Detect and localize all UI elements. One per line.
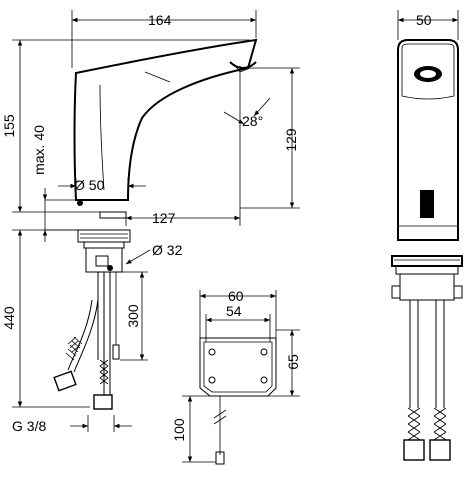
front-washer [395, 265, 459, 275]
mounting-clip [95, 255, 109, 267]
angle-arrow [253, 97, 271, 117]
hose-fitting-right [93, 394, 113, 410]
box-cable-plug [215, 451, 225, 465]
mounting-nut [77, 229, 131, 243]
body-shade-line [99, 84, 105, 191]
front-spout-face [401, 43, 455, 100]
cable-break [213, 415, 227, 425]
dim-label-box-cable: 100 [171, 418, 187, 442]
hose-fitting-left [53, 370, 77, 392]
mounting-plate [85, 247, 123, 273]
mount-hole [260, 376, 268, 384]
faucet-side-view [53, 38, 258, 410]
body-shade-line [144, 71, 171, 83]
dim-label-base-diameter: Ø 50 [74, 177, 105, 193]
mount-hole [260, 348, 268, 356]
dim-label-box-inner: 54 [226, 303, 242, 319]
leader-dia32 [125, 249, 151, 265]
front-hose-braid-left [407, 407, 421, 441]
dim-label-cable-length: 300 [125, 304, 141, 328]
dim-label-box-outer: 60 [228, 288, 244, 304]
dim-label-connection: G 3/8 [12, 418, 46, 434]
faucet-body-outline [73, 38, 258, 201]
sensor-dot [77, 200, 83, 206]
front-mounting-nut [391, 255, 463, 267]
dim-label-spout-height: 129 [283, 128, 299, 152]
front-plate [399, 273, 455, 301]
mounting-washer [83, 241, 125, 249]
spout-tip [229, 61, 257, 69]
control-box-outline [199, 337, 277, 397]
dim-label-body-width: 50 [416, 12, 432, 28]
bent-hose [73, 299, 99, 373]
control-box-inner [203, 341, 273, 393]
faucet-front-view [391, 39, 463, 461]
hose-braid-right [99, 359, 109, 385]
front-clip-right [453, 285, 463, 299]
front-fitting-right [429, 439, 451, 461]
front-clip-left [391, 285, 401, 299]
front-body-outline [397, 39, 459, 241]
dim-label-reach: 127 [152, 210, 176, 226]
side-dimensions: 164 155 max. 40 Ø 50 127 129 28° [1, 10, 300, 434]
dim-label-angle: 28° [242, 113, 263, 129]
dim-label-hole-diameter: Ø 32 [152, 242, 183, 258]
front-dimensions: 50 [397, 10, 459, 40]
mount-hole [208, 348, 216, 356]
control-box-dimensions: 60 54 65 100 [171, 288, 301, 463]
front-sensor-window [420, 190, 434, 218]
front-fitting-left [403, 439, 425, 461]
hose-braid-left [65, 336, 83, 361]
bent-hose [67, 299, 93, 371]
dim-label-box-height: 65 [285, 354, 301, 370]
control-box-view [199, 337, 277, 465]
front-aerator-hole [420, 70, 436, 78]
cable-plug [112, 344, 120, 360]
dim-label-spout-length: 164 [148, 12, 172, 28]
set-screw [107, 265, 113, 271]
dim-label-max-height: max. 40 [31, 125, 47, 175]
dim-label-hose-length: 440 [1, 306, 17, 330]
cable-break [213, 409, 227, 419]
angle-arrow [223, 111, 245, 125]
dim-label-total-height: 155 [1, 114, 17, 138]
front-hose-braid-right [433, 407, 447, 441]
mount-hole [208, 376, 216, 384]
faucet-base [99, 211, 127, 219]
